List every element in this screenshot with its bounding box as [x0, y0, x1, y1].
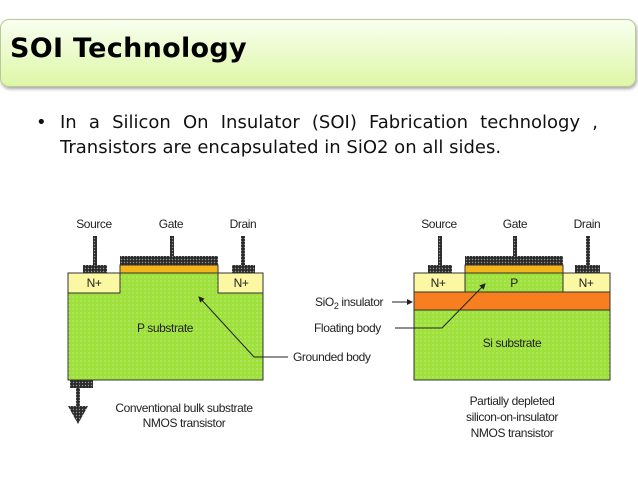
sio2-insulator [413, 291, 611, 311]
grounded-body-arrow [198, 296, 288, 358]
gate-label: Gate [503, 217, 528, 231]
caption-line: NMOS transistor [471, 426, 554, 440]
source-lead [93, 236, 97, 265]
gate-metal [465, 256, 563, 265]
source-contact [83, 265, 107, 273]
gate-lead [513, 236, 517, 256]
nplus-label: N+ [431, 276, 446, 290]
title-bar [0, 19, 636, 87]
source-contact [428, 265, 452, 273]
ground-lead [76, 388, 80, 406]
gate-oxide [119, 264, 219, 274]
gate-label: Gate [159, 217, 184, 231]
substrate-label: Si substrate [483, 336, 542, 350]
caption-line: Conventional bulk substrate [115, 401, 253, 415]
nplus-label: N+ [579, 276, 594, 290]
body-contact [70, 380, 93, 388]
soi-nmos-diagram: Source Gate Drain N+ P N+ SiO2 insulator… [314, 217, 611, 440]
gate-oxide [464, 264, 564, 274]
caption-line: Partially depleted [470, 394, 555, 408]
sio2-label: SiO2 insulator [315, 295, 384, 311]
nplus-label: N+ [234, 276, 249, 290]
source-label: Source [76, 217, 112, 231]
drain-label: Drain [574, 217, 601, 231]
drain-lead [586, 236, 590, 265]
drain-label: Drain [230, 217, 257, 231]
drain-lead [241, 236, 245, 265]
caption-line: silicon-on-insulator [466, 410, 558, 424]
floating-body-arrow [395, 283, 486, 329]
si-substrate [413, 309, 611, 381]
caption-line: NMOS transistor [143, 416, 226, 430]
floating-body-label: Floating body [314, 321, 381, 335]
grounded-body-label: Grounded body [293, 350, 371, 364]
bullet-text: In a Silicon On Insulator (SOI) Fabricat… [60, 112, 598, 158]
gate-metal [120, 256, 218, 265]
substrate-label: P substrate [137, 321, 194, 335]
gate-lead [170, 236, 174, 256]
nplus-label: N+ [87, 276, 102, 290]
bulk-nmos-diagram: Source Gate Drain N+ N+ P substrate Grou… [67, 217, 371, 430]
ground-icon [68, 406, 88, 424]
bullet-icon: • [36, 112, 47, 133]
source-lead [438, 236, 442, 265]
slide-title: SOI Technology [10, 33, 247, 64]
p-body-label: P [510, 276, 518, 290]
drain-contact [575, 265, 600, 273]
source-label: Source [421, 217, 457, 231]
drain-contact [232, 265, 255, 273]
